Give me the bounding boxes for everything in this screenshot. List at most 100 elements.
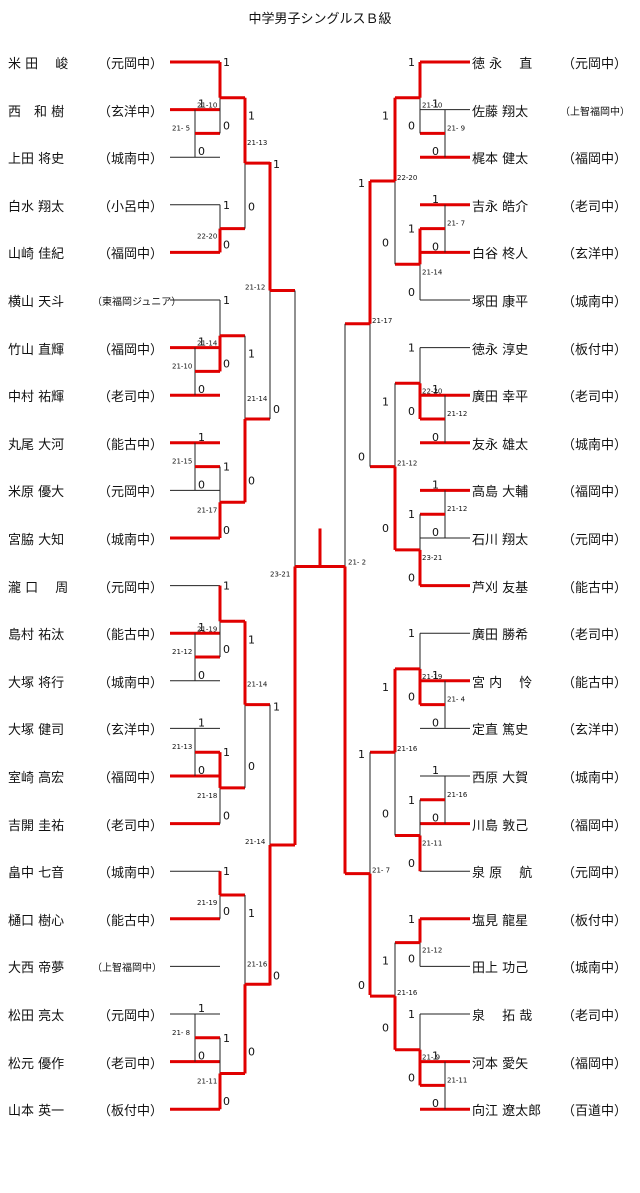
left-player-name: 樋口 樹心 [8,913,65,929]
left-player-school: （小呂中） [98,199,164,215]
left-player-school: （上智福岡中） [92,963,162,975]
right-player-name: 廣田 幸平 [472,390,529,406]
left-player-name: 島村 祐汰 [8,628,65,644]
match-result: 1 [223,746,230,759]
match-result: 1 [358,177,365,190]
match-result: 0 [358,451,365,464]
match-result: 0 [223,643,230,656]
match-result: 0 [248,1046,255,1059]
match-result: 0 [198,669,205,682]
game-score: 21-12 [422,947,442,955]
right-player-name: 西原 大賀 [472,771,529,786]
match-result: 0 [432,716,439,729]
game-score: 21- 7 [447,220,465,228]
match-result: 0 [198,383,205,396]
left-player-name: 米原 優大 [8,485,65,501]
right-player-name: 高島 大輔 [472,485,529,501]
match-result: 1 [382,395,389,408]
match-result: 0 [358,979,365,992]
right-player-name: 徳永 淳史 [472,342,529,358]
right-player-school: （老司中） [562,628,628,644]
right-player-school: （城南中） [562,961,628,977]
left-player-name: 大塚 将行 [8,675,65,691]
match-result: 0 [273,969,280,982]
left-player-school: （能古中） [98,628,164,644]
game-score: 21-19 [422,673,442,681]
game-score: 21-14 [245,838,266,846]
left-player-school: （老司中） [98,818,164,834]
match-result: 1 [408,794,415,807]
game-score: 21-12 [447,410,467,418]
match-result: 0 [408,405,415,418]
match-result: 1 [198,98,205,111]
left-player-name: 畠中 七音 [8,866,65,882]
match-result: 1 [432,478,439,491]
right-player-name: 定直 篤史 [472,723,529,739]
right-player-school: （板付中） [562,342,628,358]
game-score: 21-10 [172,362,192,370]
match-result: 1 [223,1032,230,1045]
left-player-name: 瀧 口 周 [8,580,69,596]
right-player-name: 廣田 勝希 [472,628,529,644]
game-score: 21-10 [422,102,442,110]
match-result: 0 [432,431,439,444]
game-score: 21- 7 [372,867,390,875]
left-player-name: 室崎 高宏 [8,771,65,786]
left-player-name: 吉開 圭祐 [8,818,65,834]
game-score: 21-12 [172,648,192,656]
game-score: 21-14 [247,395,268,403]
match-result: 0 [408,119,415,132]
right-player-school: （福岡中） [562,818,628,834]
right-player-name: 友永 雄太 [472,437,529,453]
match-result: 1 [408,223,415,236]
right-player-name: 吉永 皓介 [472,199,529,215]
match-result: 0 [223,905,230,918]
match-result: 1 [358,748,365,761]
left-player-school: （元岡中） [98,57,164,72]
left-player-school: （城南中） [98,675,164,691]
match-result: 0 [223,810,230,823]
match-result: 1 [273,701,280,714]
match-result: 1 [382,110,389,123]
match-result: 1 [432,1050,439,1063]
right-player-name: 塚田 康平 [472,295,529,310]
left-player-name: 中村 祐輝 [8,390,65,406]
right-player-name: 佐藤 翔太 [472,104,529,120]
right-player-name: 泉 原 航 [472,866,533,882]
right-player-school: （福岡中） [562,1056,628,1072]
match-result: 1 [198,431,205,444]
match-result: 0 [382,236,389,249]
game-score: 21- 4 [447,696,466,704]
left-player-name: 上田 将史 [8,152,65,168]
match-result: 1 [248,907,255,920]
left-player-school: （福岡中） [98,247,164,263]
game-score: 21-13 [247,139,267,147]
game-score: 21-12 [447,505,467,513]
right-player-school: （玄洋中） [562,247,628,263]
game-score: 21-17 [197,506,217,514]
game-score: 22-20 [422,387,442,395]
game-score: 21-11 [422,840,442,848]
match-result: 0 [408,572,415,585]
match-result: 0 [223,119,230,132]
match-result: 1 [248,633,255,646]
match-result: 0 [248,760,255,773]
left-player-school: （城南中） [98,533,164,548]
right-player-name: 塩見 龍星 [472,913,529,929]
right-player-school: （老司中） [562,199,628,215]
match-result: 1 [408,1008,415,1021]
left-player-school: （城南中） [98,152,164,168]
right-player-name: 宮 内 怜 [472,675,533,691]
left-player-school: （元岡中） [98,580,164,596]
game-score: 21-10 [197,102,217,110]
right-player-name: 梶本 健太 [472,152,529,168]
match-result: 1 [223,865,230,878]
right-player-school: （福岡中） [562,485,628,501]
match-result: 1 [223,294,230,307]
match-result: 0 [382,1022,389,1035]
game-score: 21-16 [247,960,268,968]
match-result: 0 [408,857,415,870]
match-result: 1 [408,913,415,926]
right-player-name: 石川 翔太 [472,533,529,548]
match-result: 1 [198,336,205,349]
